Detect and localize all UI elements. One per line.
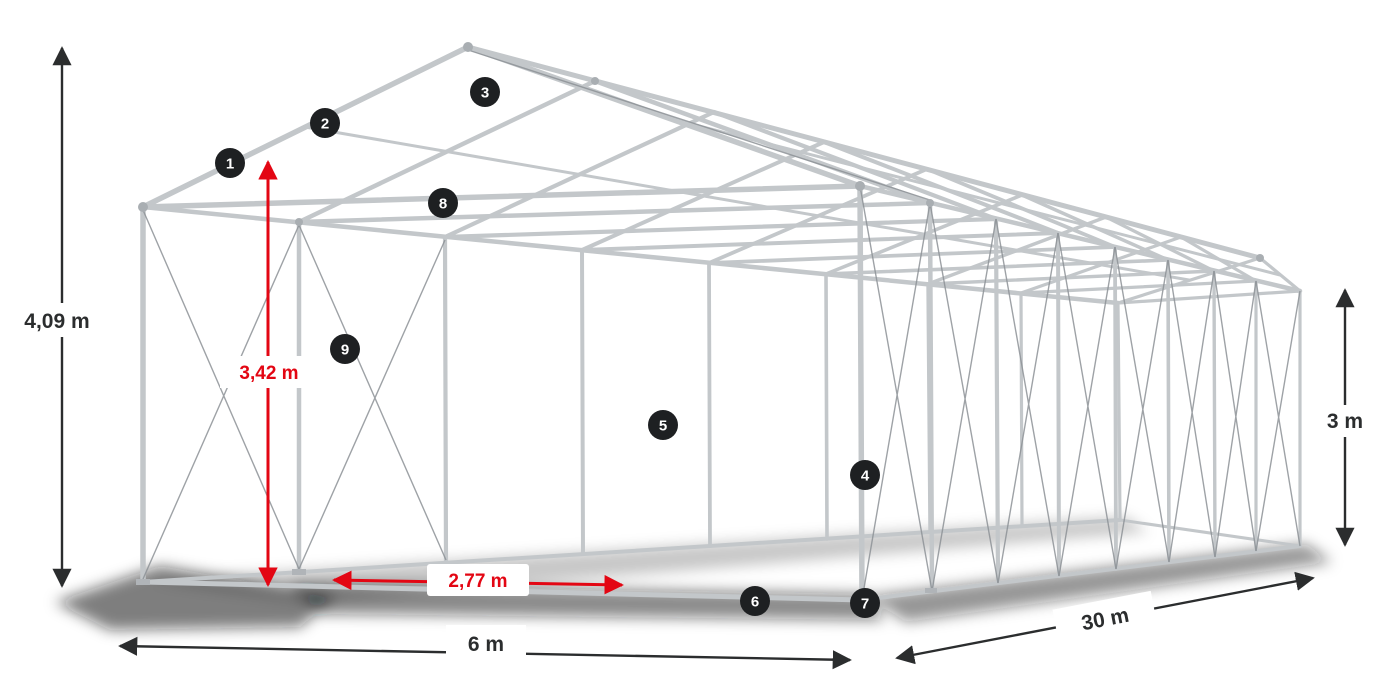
marker-circle <box>850 460 880 490</box>
brace-line <box>1255 280 1301 552</box>
ridge-beam <box>465 44 1263 261</box>
label-background <box>8 303 106 337</box>
part-marker-2[interactable]: 2 <box>310 108 340 138</box>
part-marker-3[interactable]: 3 <box>470 77 500 107</box>
fitting <box>591 77 599 85</box>
back-ground-rail <box>1118 518 1302 548</box>
part-marker-4[interactable]: 4 <box>850 460 880 490</box>
dimension-total-height: 4,09 m <box>8 46 106 588</box>
brace-line <box>1114 246 1170 570</box>
left-roof-purlin <box>303 125 1191 282</box>
part-marker-6[interactable]: 6 <box>740 586 770 616</box>
brace-line <box>1057 232 1117 577</box>
marker-circle <box>648 410 678 440</box>
marker-number: 9 <box>341 342 349 359</box>
fitting <box>295 218 303 226</box>
dimension-label: 2,77 m <box>448 571 507 592</box>
label-background <box>1052 590 1158 646</box>
dimension-inner-width: 2,77 m <box>332 564 624 596</box>
part-marker-8[interactable]: 8 <box>428 188 458 218</box>
shadow-front-left <box>55 566 335 630</box>
diagonal-braces <box>142 49 1301 601</box>
marker-number: 6 <box>751 594 759 611</box>
marker-circle <box>310 108 340 138</box>
fitting <box>1256 254 1264 262</box>
fitting <box>138 202 148 212</box>
base-plate <box>292 569 306 575</box>
base-plate <box>136 579 150 585</box>
brace-line <box>929 202 999 592</box>
brace-line <box>995 218 1060 584</box>
dimension-width: 6 m <box>118 625 852 670</box>
part-marker-9[interactable]: 9 <box>330 334 360 364</box>
marker-number: 8 <box>439 196 447 213</box>
marker-circle <box>740 586 770 616</box>
marker-circle <box>215 148 245 178</box>
dimension-label: 6 m <box>468 633 504 656</box>
cross-frame <box>580 140 1061 578</box>
fitting <box>926 199 934 207</box>
brace-line <box>1167 259 1216 563</box>
dimension-label: 4,09 m <box>24 310 89 333</box>
roof-tie-line <box>467 49 931 201</box>
fitting <box>463 42 473 52</box>
marker-circle <box>330 334 360 364</box>
part-marker-5[interactable]: 5 <box>648 410 678 440</box>
cross-frame <box>707 167 1118 571</box>
label-background <box>427 564 529 596</box>
label-background <box>220 356 318 388</box>
brace-line <box>142 209 300 580</box>
dimension-side-height: 3 m <box>1312 288 1378 547</box>
dimensions: 4,09 m 3,42 m 3 m 2,77 m 6 m 30 m <box>8 46 1378 670</box>
marker-number: 1 <box>226 156 234 173</box>
marker-number: 3 <box>481 85 489 102</box>
marker-number: 5 <box>659 418 667 435</box>
dimension-length: 30 m <box>895 571 1315 665</box>
cross-frame <box>442 109 1001 586</box>
brace-line <box>859 185 933 601</box>
dimension-label: 3 m <box>1327 410 1363 433</box>
brace-line <box>1213 270 1257 558</box>
marker-circle <box>428 188 458 218</box>
marker-circle <box>850 588 880 618</box>
part-markers: 1 2 3 8 9 5 4 6 <box>215 77 880 618</box>
part-marker-1[interactable]: 1 <box>215 148 245 178</box>
label-background <box>446 625 526 661</box>
marker-number: 7 <box>861 596 869 613</box>
brace-line <box>298 224 447 570</box>
label-background <box>1312 405 1378 437</box>
dimension-label: 3,42 m <box>239 363 298 384</box>
base-plate <box>925 588 937 593</box>
marker-number: 4 <box>861 468 870 485</box>
part-marker-7[interactable]: 7 <box>850 588 880 618</box>
fitting <box>855 181 865 191</box>
marker-circle <box>470 77 500 107</box>
marker-number: 2 <box>321 116 329 133</box>
dimension-inner-height: 3,42 m <box>220 160 318 587</box>
front-gable-frame <box>140 44 865 603</box>
